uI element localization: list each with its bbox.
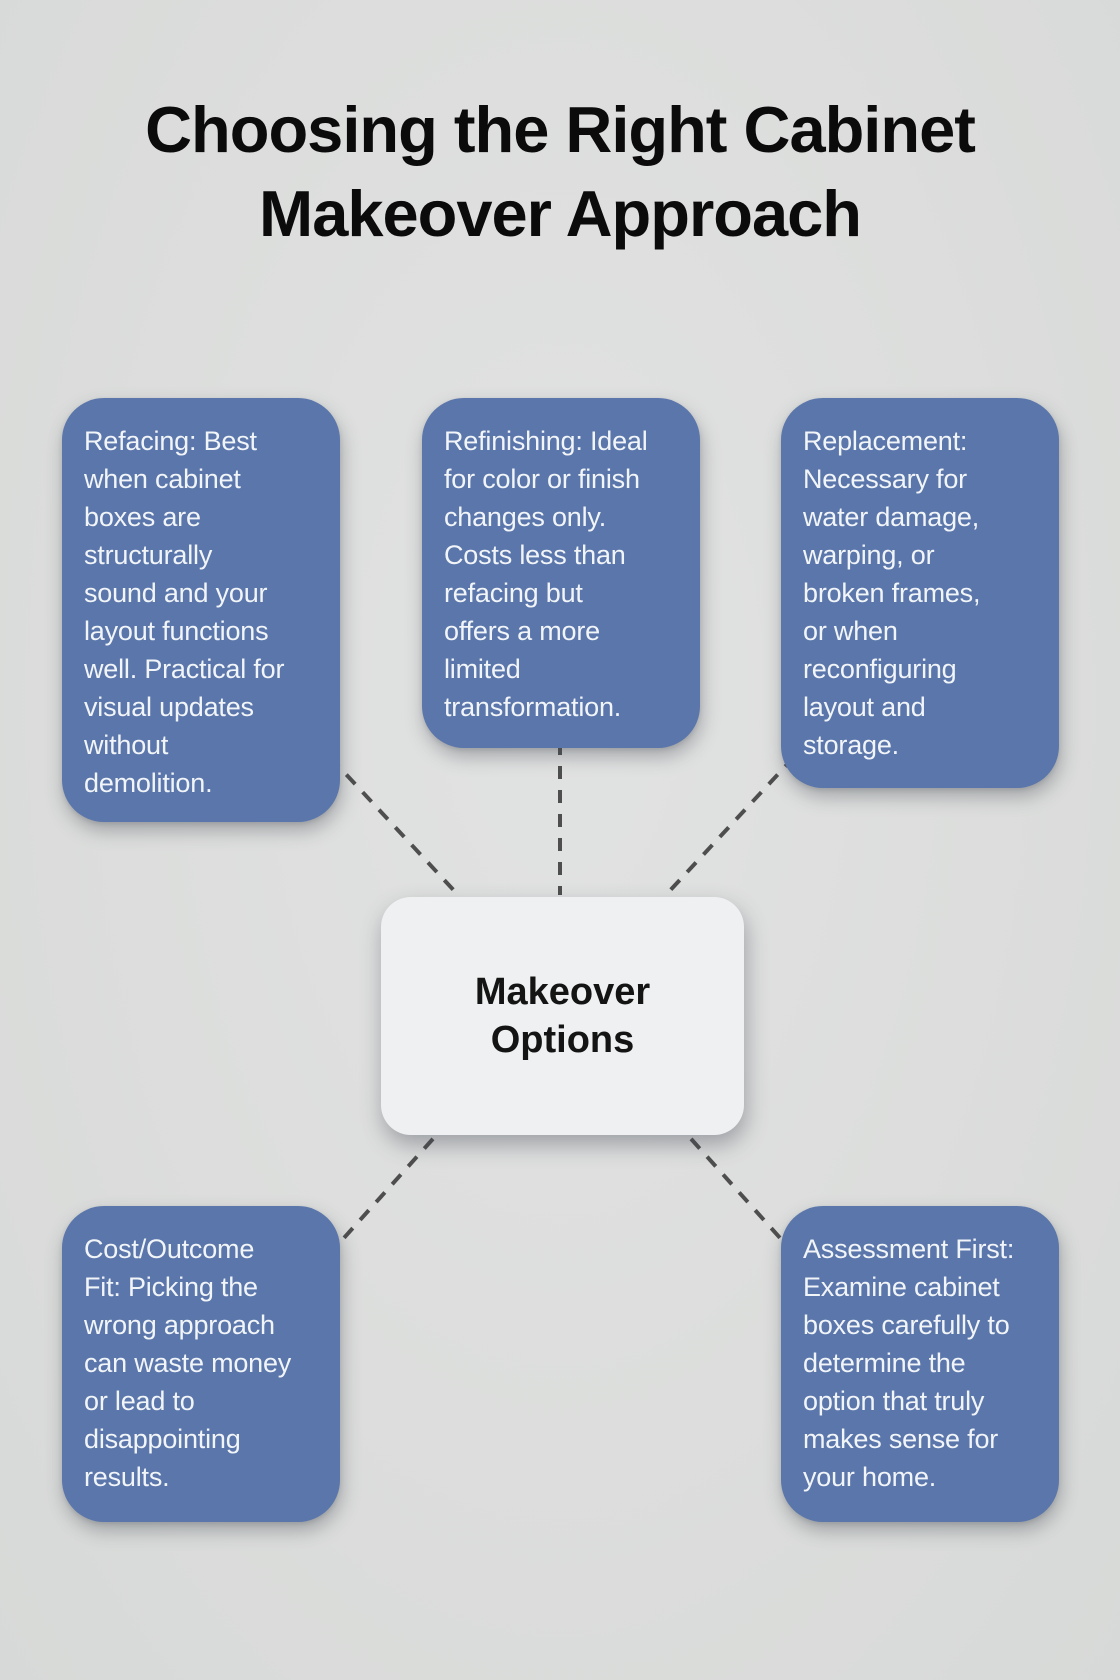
node-cost-outcome-fit-text: Cost/Outcome Fit: Picking the wrong appr… — [84, 1234, 292, 1492]
center-node-makeover-options: Makeover Options — [381, 897, 744, 1135]
connector-cost-outcome-fit — [341, 1119, 451, 1241]
node-cost-outcome-fit: Cost/Outcome Fit: Picking the wrong appr… — [62, 1206, 340, 1522]
node-refinishing-text: Refinishing: Ideal for color or finish c… — [444, 426, 648, 722]
node-refacing-text: Refacing: Best when cabinet boxes are st… — [84, 426, 285, 798]
node-refinishing: Refinishing: Ideal for color or finish c… — [422, 398, 700, 748]
page-title: Choosing the Right Cabinet Makeover Appr… — [145, 93, 976, 250]
connector-replacement — [662, 755, 796, 899]
connector-refacing — [328, 755, 462, 899]
node-refacing: Refacing: Best when cabinet boxes are st… — [62, 398, 340, 822]
connector-assessment-first — [673, 1119, 783, 1241]
center-node-label: Makeover Options — [474, 971, 651, 1061]
node-assessment-first: Assessment First: Examine cabinet boxes … — [781, 1206, 1059, 1522]
node-replacement-text: Replacement: Necessary for water damage,… — [803, 426, 981, 760]
node-assessment-first-text: Assessment First: Examine cabinet boxes … — [803, 1234, 1015, 1492]
node-replacement: Replacement: Necessary for water damage,… — [781, 398, 1059, 788]
